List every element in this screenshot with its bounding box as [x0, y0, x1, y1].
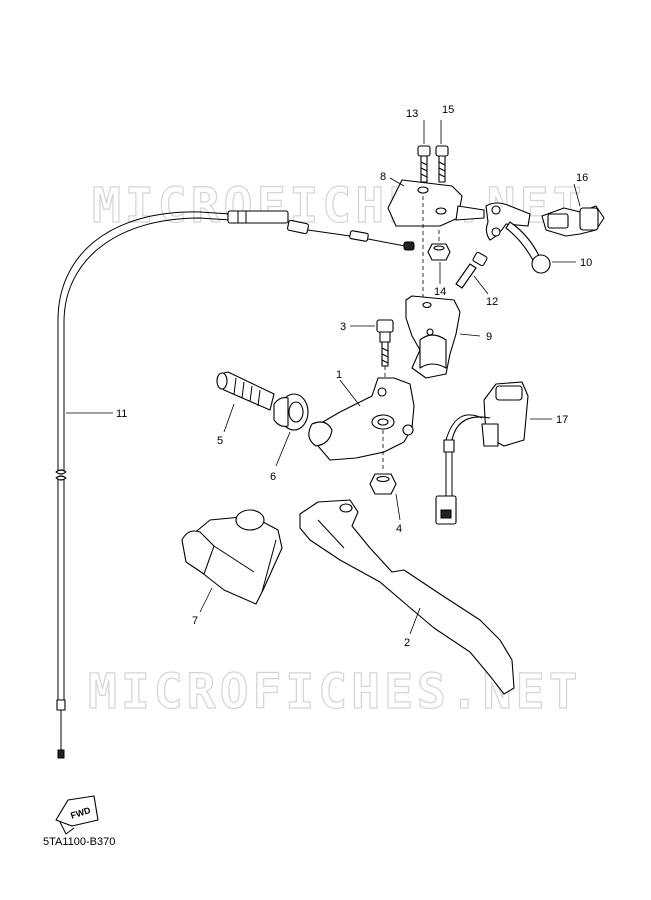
- part-14-nut: [427, 243, 451, 261]
- callout-7: 7: [192, 615, 198, 627]
- part-5-adjuster: [216, 371, 275, 411]
- part-9-holder: [405, 295, 461, 379]
- callout-10: 10: [580, 257, 592, 269]
- fwd-arrow-badge: FWD: [55, 795, 99, 835]
- leader-lines: [66, 120, 581, 635]
- callout-11: 11: [116, 408, 127, 420]
- part-11-clutch-cable: [55, 210, 415, 759]
- part-6-locknut: [273, 393, 309, 431]
- callout-6: 6: [270, 471, 276, 483]
- callout-16: 16: [576, 172, 588, 184]
- part-8-bracket: [387, 179, 485, 227]
- part-3-bolt: [376, 319, 394, 367]
- callout-2: 2: [404, 637, 410, 649]
- callout-17: 17: [556, 414, 568, 426]
- part-7-lever-cover: [181, 509, 283, 605]
- part-13-bolt: [417, 145, 431, 183]
- part-15-bolt: [435, 145, 449, 183]
- part-1-lever-holder: [308, 377, 415, 461]
- callout-4: 4: [396, 523, 402, 535]
- part-10-knob: [505, 221, 551, 274]
- part-17-switch: [435, 381, 529, 525]
- callout-1: 1: [336, 369, 342, 381]
- part-2-clutch-lever: [299, 499, 515, 695]
- callout-15: 15: [442, 104, 454, 116]
- part-16-hot-start-holder: [485, 202, 605, 241]
- part-12-bolt: [455, 251, 488, 289]
- callout-labels: 1 2 3 4 5 6 7 8 9 10 11 12 13 14 15 16 1…: [116, 104, 592, 649]
- callout-13: 13: [406, 108, 418, 120]
- callout-8: 8: [380, 171, 386, 183]
- callout-9: 9: [486, 331, 492, 343]
- part-4-nut: [369, 473, 397, 495]
- diagram-code: 5TA1100-B370: [43, 836, 115, 848]
- callout-14: 14: [434, 286, 446, 298]
- callout-5: 5: [217, 435, 223, 447]
- callout-3: 3: [340, 321, 346, 333]
- callout-12: 12: [486, 296, 498, 308]
